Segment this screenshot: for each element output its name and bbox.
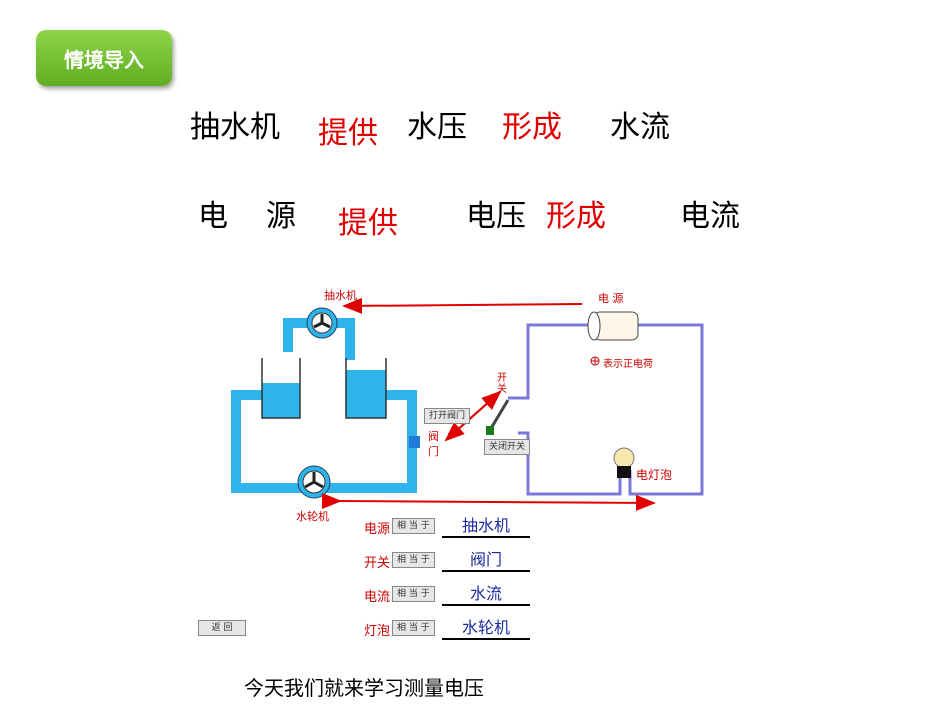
top-flow-arrow [342, 297, 583, 314]
bulb-icon [613, 447, 635, 478]
equiv-button[interactable]: 相 当 于 [392, 518, 435, 534]
valve-label-b: 门 [428, 445, 439, 458]
row2-verb2: 形成 [546, 199, 606, 234]
answer-current: 水流 [442, 584, 530, 606]
left-tank [261, 358, 301, 419]
equiv-button[interactable]: 相 当 于 [392, 620, 435, 636]
switch-label-b: 关 [497, 384, 507, 395]
row2-source-b: 源 [266, 199, 296, 234]
battery-icon [587, 311, 639, 341]
section-badge: 情境导入 [36, 30, 172, 86]
back-button[interactable]: 返 回 [198, 620, 246, 636]
positive-charge-label: 表示正电荷 [603, 359, 653, 370]
turbine-label: 水轮机 [296, 510, 329, 523]
right-tank [345, 358, 387, 419]
row-label-power: 电源 [364, 522, 391, 537]
close-switch-button[interactable]: 关闭开关 [484, 439, 531, 455]
pump-icon [306, 307, 338, 339]
bottom-flow-arrow [337, 494, 656, 511]
answer-switch: 阀门 [442, 550, 530, 572]
row-label-switch: 开关 [364, 556, 391, 571]
bulb-label: 电灯泡 [636, 468, 673, 482]
switch-icon [486, 399, 510, 435]
row-label-bulb: 灯泡 [364, 624, 391, 639]
power-label: 电 源 [598, 292, 624, 305]
row1-source: 抽水机 [190, 110, 280, 145]
row1-result: 水流 [610, 110, 670, 145]
valve-switch-arrow-back [444, 391, 501, 442]
caption: 今天我们就来学习测量电压 [244, 676, 484, 700]
open-valve-button[interactable]: 打开阀门 [424, 408, 471, 424]
switch-label-a: 开 [497, 373, 507, 384]
row2-verb1: 提供 [338, 206, 398, 241]
circuit-wire [508, 323, 704, 496]
equiv-button[interactable]: 相 当 于 [392, 586, 435, 602]
valve-icon [409, 436, 420, 448]
row2-quantity: 电压 [466, 199, 526, 234]
answer-bulb: 水轮机 [442, 618, 530, 640]
row-label-current: 电流 [364, 590, 391, 605]
row2-source-a: 电 [198, 199, 228, 234]
row2-result: 电流 [680, 199, 740, 234]
positive-charge-icon [590, 356, 600, 366]
row1-verb1: 提供 [318, 116, 378, 151]
equiv-button[interactable]: 相 当 于 [392, 552, 435, 568]
answer-power: 抽水机 [442, 516, 530, 538]
pump-label: 抽水机 [324, 289, 357, 302]
row1-verb2: 形成 [502, 110, 562, 145]
turbine-icon [297, 465, 331, 499]
row1-quantity: 水压 [407, 110, 467, 145]
valve-label-a: 阀 [428, 430, 439, 443]
